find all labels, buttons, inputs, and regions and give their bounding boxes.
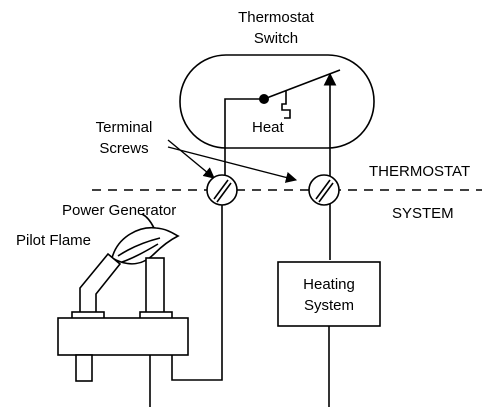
heat-label: Heat: [252, 119, 285, 136]
heating-system-label-line1: Heating: [303, 276, 355, 293]
system-section-label: SYSTEM: [392, 205, 454, 222]
thermostat-housing: [179, 54, 375, 149]
thermostat-switch-label-line2: Switch: [254, 30, 298, 47]
pilot-burner-tube: [79, 252, 122, 319]
pilot-assembly-base: [57, 317, 189, 356]
terminal-screws-label-line1: Terminal: [96, 119, 153, 136]
pointer-arrow-left-screw: [167, 139, 215, 179]
heating-system-box: [277, 261, 381, 327]
thermostat-switch-label-line1: Thermostat: [238, 9, 315, 26]
heating-system-label-line2: System: [304, 297, 354, 314]
power-generator-probe: [145, 257, 165, 319]
terminal-screw-right: [308, 174, 340, 206]
pilot-flame-label: Pilot Flame: [16, 232, 91, 249]
pilot-flame: [111, 213, 180, 265]
pointer-arrow-right-screw: [167, 146, 298, 183]
terminal-screw-left: [206, 174, 238, 206]
terminal-screws-label-line2: Screws: [99, 140, 148, 157]
power-generator-label: Power Generator: [62, 202, 176, 219]
pilot-assembly-foot: [75, 354, 93, 382]
switch-left-wire: [224, 98, 264, 190]
left-wire-to-generator: [171, 205, 223, 381]
bimetal-link: [281, 91, 291, 119]
switch-blade: [263, 69, 341, 100]
thermostat-section-label: THERMOSTAT: [369, 163, 470, 180]
